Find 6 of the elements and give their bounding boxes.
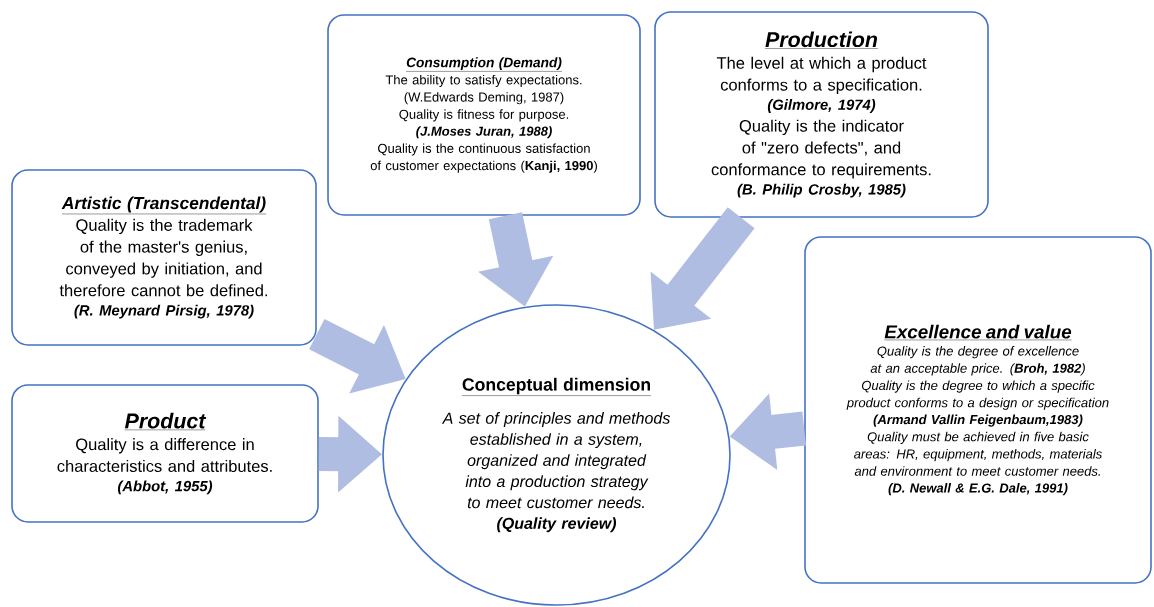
rounded-box: Consumption (Demand) The ability to satisfy expectations. (W.Edwards Deming, 1987) Quality is fitness for purpose. (J.Moses Juran, 1988) Quality is the continuous satisfaction of customer expectations (Kanji, 1990) bbox=[327, 14, 641, 216]
rounded-box: Excellence and value Quality is the degree of excellence at an acceptable price. (Broh, 1982) Quality is the degree to which a specific product conforms to a design or specification (Armand Vallin Feigenbaum,1983) Quality must be achieved in five basic areas: HR, equipment, methods, materials and environment to meet customer needs. (D. Newall & E.G. Dale, 1991) bbox=[804, 236, 1152, 584]
rounded-box: Artistic (Transcendental) Quality is the trademark of the master's genius, conveyed by initiation, and therefore cannot be defined. (R. Meynard Pirsig, 1978) bbox=[11, 169, 317, 346]
rounded-box: Production The level at which a product conforms to a specification. (Gilmore, 1974) Quality is the indicator of "zero defects", and conformance to requirements. (B. Philip Crosby, 1985) bbox=[654, 11, 989, 218]
rounded-box: Product Quality is a difference in characteristics and attributes. (Abbot, 1955) bbox=[11, 384, 319, 523]
ellipse-node: Conceptual dimension A set of principles and methods established in a system, organized and integrated into a production strategy to meet customer needs. (Quality review) bbox=[382, 304, 731, 606]
